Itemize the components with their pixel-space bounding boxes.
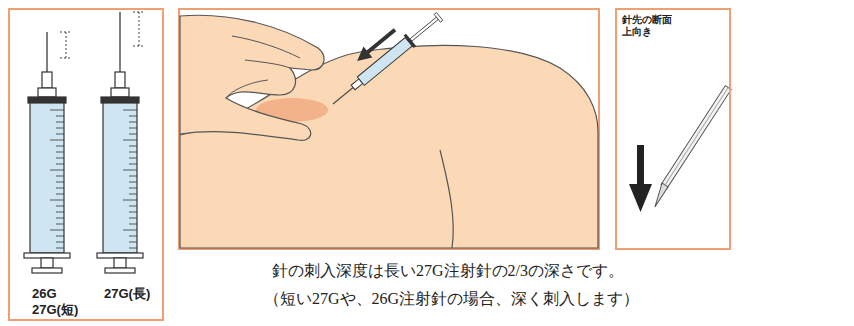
graduation-tick: [129, 158, 137, 159]
graduation-tick: [56, 128, 64, 129]
panel-label: 針先の断面 上向き: [622, 14, 672, 38]
graduation-tick: [56, 122, 64, 123]
graduation-tick: [56, 182, 64, 183]
graduation-tick: [56, 134, 64, 135]
graduation-tick: [50, 170, 64, 171]
syringe-short: [24, 32, 72, 273]
syringe-panel: 26G 27G(短) 27G(長): [8, 8, 164, 321]
graduation-ticks: [50, 110, 137, 248]
graduation-tick: [129, 122, 137, 123]
graduation-tick: [129, 128, 137, 129]
panel-label: 27G(長): [104, 286, 150, 302]
graduation-tick: [129, 116, 137, 117]
graduation-tick: [129, 188, 137, 189]
graduation-tick: [56, 248, 64, 249]
graduation-tick: [129, 182, 137, 183]
graduation-tick: [123, 170, 137, 171]
graduation-tick: [50, 200, 64, 201]
note-text: （短い27Gや、26G注射針の場合、深く刺入します）: [264, 289, 639, 310]
graduation-tick: [50, 110, 64, 111]
needle-tip-panel: 針先の断面 上向き: [615, 8, 731, 250]
graduation-tick: [56, 242, 64, 243]
graduation-tick: [129, 194, 137, 195]
syringe-long: [97, 12, 145, 273]
graduation-tick: [129, 146, 137, 147]
graduation-tick: [56, 212, 64, 213]
graduation-tick: [123, 230, 137, 231]
graduation-tick: [56, 236, 64, 237]
graduation-tick: [129, 134, 137, 135]
graduation-tick: [129, 248, 137, 249]
graduation-tick: [129, 236, 137, 237]
arm-illustration: [180, 0, 598, 248]
graduation-tick: [123, 110, 137, 111]
graduation-tick: [56, 152, 64, 153]
graduation-tick: [129, 152, 137, 153]
graduation-tick: [56, 218, 64, 219]
panel-label: 26G 27G(短): [32, 286, 78, 317]
graduation-tick: [129, 242, 137, 243]
graduation-tick: [56, 116, 64, 117]
needle-bevel-illustration: [629, 86, 731, 212]
illustration-panel: [179, 9, 599, 249]
graduation-tick: [50, 140, 64, 141]
graduation-tick: [123, 200, 137, 201]
graduation-tick: [56, 158, 64, 159]
graduation-tick: [56, 164, 64, 165]
graduation-tick: [129, 164, 137, 165]
graduation-tick: [129, 206, 137, 207]
graduation-tick: [56, 188, 64, 189]
graduation-tick: [129, 218, 137, 219]
graduation-tick: [56, 194, 64, 195]
graduation-tick: [123, 140, 137, 141]
graduation-tick: [129, 176, 137, 177]
graduation-tick: [56, 176, 64, 177]
graduation-tick: [56, 146, 64, 147]
note-text: 針の刺入深度は長い27G注射針の2/3の深さです。: [272, 261, 624, 282]
graduation-tick: [129, 224, 137, 225]
graduation-tick: [56, 224, 64, 225]
graduation-tick: [50, 230, 64, 231]
graduation-tick: [56, 206, 64, 207]
graduation-tick: [129, 212, 137, 213]
